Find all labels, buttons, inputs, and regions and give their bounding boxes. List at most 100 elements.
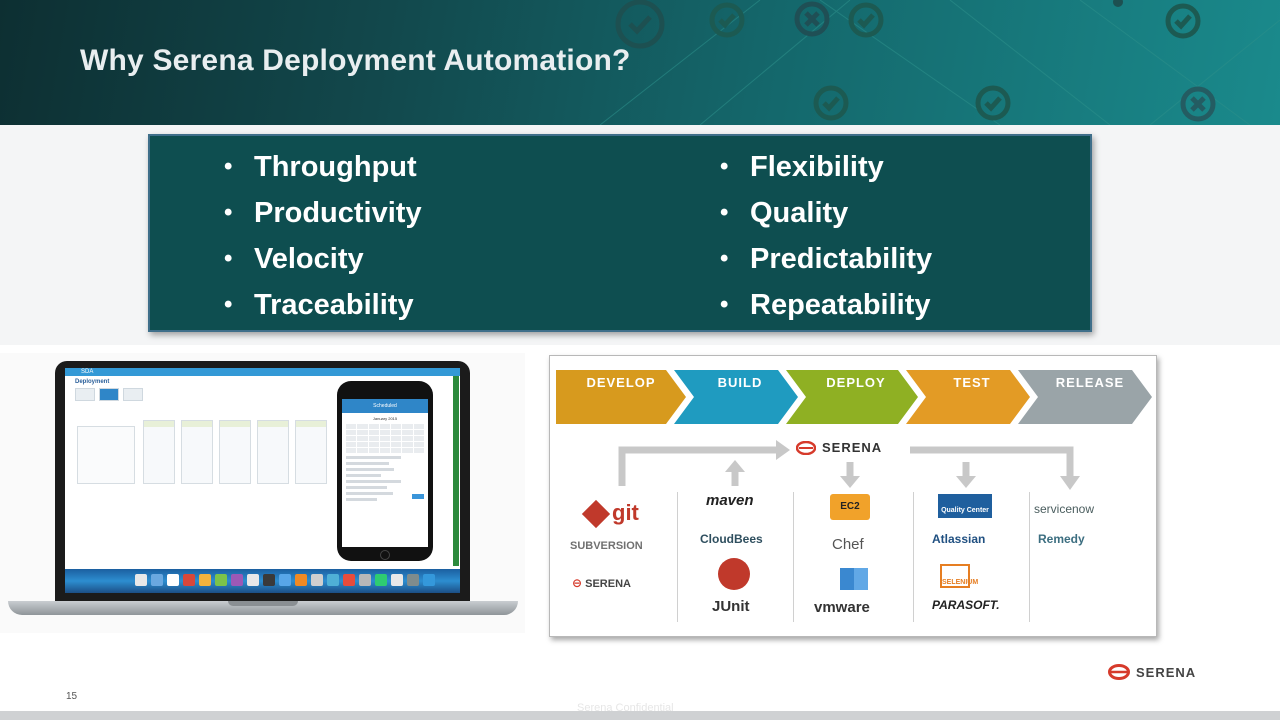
bullet-text: Predictability: [750, 242, 933, 275]
git-logo: git: [581, 500, 639, 529]
phone-screen: Scheduled January 2015: [342, 399, 428, 547]
app-column: [181, 420, 213, 484]
quality-center-logo: Quality Center: [938, 494, 992, 518]
phone-image: Scheduled January 2015: [337, 381, 433, 561]
stage-test-arrow: [906, 370, 1030, 424]
bullet-item: • Throughput: [224, 144, 422, 190]
serena-logo-text: SERENA: [1136, 664, 1197, 680]
stage-test: TEST: [953, 375, 991, 390]
bullet-item: • Velocity: [224, 236, 422, 282]
serena-logo-icon: [1108, 664, 1130, 680]
app-title-bar: SDA: [65, 368, 460, 376]
stage-release-arrow: [1018, 370, 1152, 424]
laptop-image: SDA Deployment: [0, 353, 525, 633]
bullet-icon: •: [720, 291, 729, 318]
deploy-tools: EC2 Chef vmware: [794, 492, 914, 622]
serena-small-icon: ⊖: [572, 576, 583, 590]
chef-logo: Chef: [832, 536, 864, 553]
app-bar-text: SDA: [81, 369, 94, 375]
bullet-text: Productivity: [254, 196, 422, 229]
screen-edge-strip: [453, 376, 459, 566]
bullet-item: • Repeatability: [720, 282, 932, 328]
app-column: [295, 420, 327, 484]
app-column: [257, 420, 289, 484]
phone-button: [412, 494, 424, 499]
bullet-icon: •: [224, 153, 233, 180]
git-icon: [581, 500, 611, 529]
servicenow-logo: servicenow: [1034, 502, 1095, 516]
serena-logo: SERENA: [1108, 664, 1196, 680]
app-tab: [123, 388, 143, 401]
laptop-notch: [228, 601, 298, 606]
app-column: [143, 420, 175, 484]
test-tools: Quality Center Atlassian SELENIUM PARASO…: [914, 492, 1030, 622]
stage-release: RELEASE: [1055, 375, 1125, 390]
bullet-item: • Quality: [720, 190, 932, 236]
pipeline-stages: [556, 370, 1152, 424]
phone-calendar: [346, 424, 424, 453]
confidential-label: Serena Confidential: [577, 702, 674, 714]
slide-title: Why Serena Deployment Automation?: [80, 44, 631, 77]
app-components-panel: [77, 426, 135, 484]
stage-develop: DEVELOP: [586, 375, 656, 390]
bullet-item: • Predictability: [720, 236, 932, 282]
bullet-text: Throughput: [254, 150, 417, 183]
stage-develop-arrow: [556, 370, 686, 424]
jenkins-icon: [718, 558, 750, 590]
bullet-item: • Flexibility: [720, 144, 932, 190]
serena-center-logo: SERENA: [796, 440, 882, 455]
bullet-item: • Productivity: [224, 190, 422, 236]
phone-header: Scheduled: [342, 399, 428, 413]
benefits-left-list: • Throughput • Productivity • Velocity •Tra…: [224, 144, 422, 328]
maven-logo: maven: [706, 492, 754, 509]
phone-home-button: [380, 550, 390, 560]
stage-build-arrow: [674, 370, 798, 424]
cloudbees-logo: CloudBees: [700, 532, 763, 546]
stage-build: BUILD: [717, 375, 763, 390]
bullet-text: Quality: [750, 196, 849, 229]
app-page-title: Deployment: [75, 379, 110, 385]
dock-icons: [135, 574, 435, 588]
slide-header: Why Serena Deployment Automation?: [0, 0, 1280, 125]
remedy-logo: Remedy: [1038, 532, 1085, 546]
vmware-logo: vmware: [814, 599, 870, 616]
app-tab-active: [99, 388, 119, 401]
ec2-logo: EC2: [830, 494, 870, 520]
benefits-box: • Throughput • Productivity • Velocity •Tra…: [148, 134, 1092, 332]
atlassian-logo: Atlassian: [932, 532, 986, 546]
phone-month: January 2015: [372, 416, 398, 421]
junit-logo: JUnit: [712, 598, 750, 615]
bullet-icon: •: [720, 245, 729, 272]
flow-arrows: [618, 440, 1080, 490]
bullet-text: Repeatability: [750, 288, 931, 321]
bullet-item: •Traceability: [224, 282, 422, 328]
app-column: [219, 420, 251, 484]
pipeline-diagram: DEVELOP BUILD DEPLOY TEST RELEASE SERENA…: [549, 355, 1157, 637]
laptop-base: [8, 601, 518, 615]
laptop-dock: [65, 569, 460, 593]
windows-icon: [840, 568, 868, 590]
bullet-icon: •: [720, 199, 729, 226]
footer-bar: [0, 711, 1280, 720]
parasoft-logo: PARASOFT.: [932, 598, 1000, 612]
app-tab: [75, 388, 95, 401]
app-tabs: [75, 388, 143, 401]
stage-deploy: DEPLOY: [826, 375, 886, 390]
stage-deploy-arrow: [786, 370, 918, 424]
bullet-icon: •: [224, 199, 233, 226]
serena-develop-logo: ⊖ SERENA: [572, 576, 631, 590]
bullet-text: Flexibility: [750, 150, 884, 183]
app-environment-columns: [143, 420, 327, 484]
serena-icon: [796, 440, 816, 455]
bullet-icon: •: [224, 245, 233, 272]
develop-tools: git SUBVERSION ⊖ SERENA: [562, 492, 678, 622]
bullet-text: Velocity: [254, 242, 364, 275]
bullet-icon: •: [720, 153, 729, 180]
tool-columns: git SUBVERSION ⊖ SERENA maven CloudBees …: [562, 492, 1147, 622]
page-number: 15: [66, 691, 78, 702]
release-tools: servicenow Remedy: [1030, 492, 1147, 622]
benefits-right-list: • Flexibility • Quality • Predictability • R…: [720, 144, 932, 328]
bullet-icon: •: [224, 291, 233, 318]
selenium-logo: SELENIUM: [940, 564, 978, 588]
serena-center-text: SERENA: [822, 440, 883, 455]
